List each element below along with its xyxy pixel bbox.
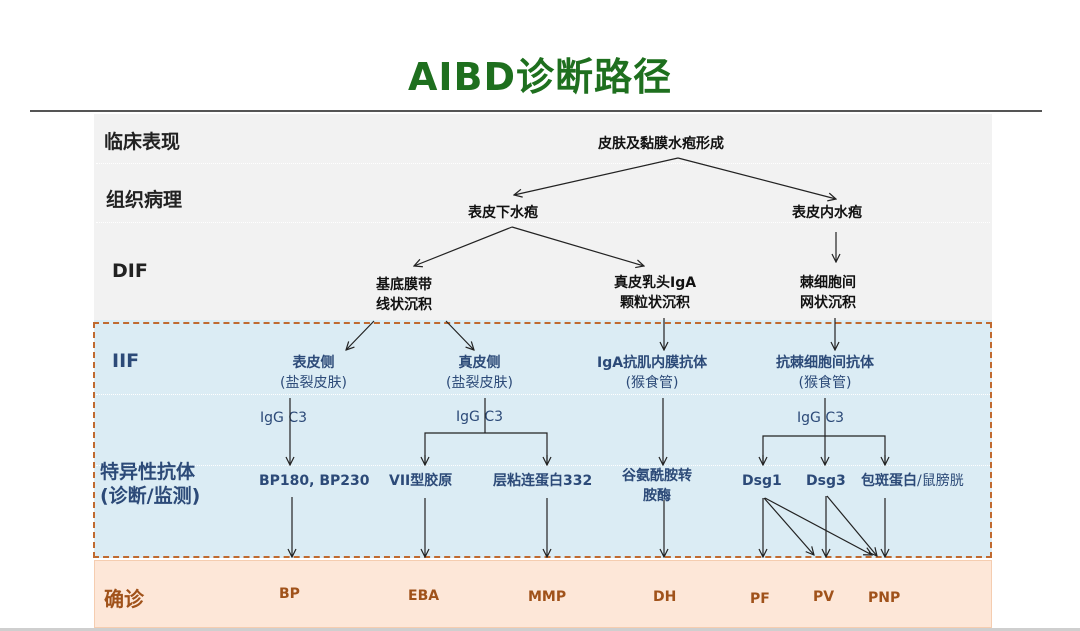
node-bmz-linear: 基底膜带 线状沉积 [376, 277, 432, 313]
node-plakin: 包斑蛋白/鼠膀胱 [861, 473, 964, 489]
diagnosis-eba: EBA [408, 588, 440, 604]
node-intraepidermal-blister: 表皮内水疱 [792, 205, 862, 221]
node-anti-intercellular: 抗棘细胞间抗体 (猴食管) [776, 355, 874, 391]
row-label-antibody: 特异性抗体 (诊断/监测) [100, 460, 200, 508]
row-label-dif: DIF [112, 260, 148, 282]
row-separator [96, 222, 990, 223]
node-dsg1: Dsg1 [742, 473, 782, 489]
label-igg-c3: IgG C3 [260, 410, 307, 426]
row-separator [96, 394, 990, 395]
node-epidermal-side: 表皮侧 (盐裂皮肤) [280, 355, 347, 391]
label-igg-c3: IgG C3 [456, 409, 503, 425]
node-bp180-bp230: BP180, BP230 [259, 473, 370, 489]
diagnosis-pv: PV [813, 589, 835, 605]
diagnosis-dh: DH [653, 589, 677, 605]
node-subepidermal-blister: 表皮下水疱 [468, 205, 538, 221]
node-laminin-332: 层粘连蛋白332 [493, 473, 593, 489]
row-label-histopathology: 组织病理 [106, 189, 183, 211]
bottom-edge [0, 628, 1080, 631]
band-diagnosis [94, 560, 992, 628]
diagnosis-pf: PF [750, 591, 770, 607]
node-dsg3: Dsg3 [806, 473, 846, 489]
diagnosis-mmp: MMP [528, 589, 567, 605]
diagnosis-pnp: PNP [868, 590, 901, 606]
page-title: AIBD诊断路径 [407, 55, 673, 99]
node-blister-formation: 皮肤及黏膜水疱形成 [598, 136, 724, 152]
node-dermal-side: 真皮侧 (盐裂皮肤) [446, 355, 513, 391]
band-morphology [94, 114, 992, 322]
row-label-clinical: 临床表现 [104, 131, 181, 153]
node-collagen-vii: VII型胶原 [389, 473, 453, 489]
title-divider [30, 110, 1042, 112]
row-label-diagnosis: 确诊 [104, 587, 144, 611]
node-intercellular-net: 棘细胞间 网状沉积 [800, 275, 856, 311]
node-transglutaminase: 谷氨酰胺转 胺酶 [622, 468, 692, 504]
row-label-antibody-line1: 特异性抗体 [100, 461, 196, 483]
node-iga-endomysial: IgA抗肌内膜抗体 (猴食管) [597, 355, 708, 391]
label-igg-c3: IgG C3 [797, 410, 844, 426]
row-label-iif: IIF [112, 350, 140, 372]
row-label-antibody-line2: (诊断/监测) [100, 485, 201, 507]
node-dermal-iga-granular: 真皮乳头IgA 颗粒状沉积 [614, 275, 697, 311]
diagnosis-bp: BP [279, 586, 300, 602]
row-separator [96, 163, 990, 164]
